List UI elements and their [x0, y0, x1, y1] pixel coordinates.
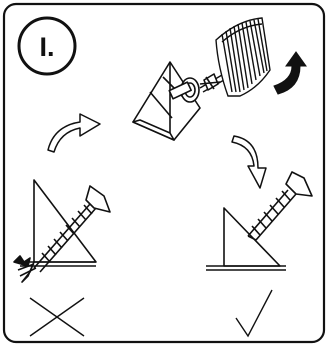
- driver-bit: [199, 73, 225, 93]
- panel-frame: [2, 2, 326, 344]
- rotate-clockwise-arrow-icon: [273, 51, 307, 95]
- step-badge-circle: [17, 16, 77, 76]
- incorrect-mounting-illustration: [13, 179, 111, 283]
- correct-corner-block: [223, 207, 281, 267]
- curved-arrow-down-icon: [231, 135, 267, 189]
- cross-icon: [29, 297, 85, 337]
- check-icon: [235, 289, 273, 338]
- incorrect-corner-block: [33, 179, 97, 263]
- step-badge: I.: [17, 16, 77, 76]
- curved-arrow-up-right-icon: [47, 113, 101, 153]
- screwdriver-handle-icon: [215, 17, 271, 97]
- corner-block-illustration: [132, 61, 225, 141]
- correct-mounting-illustration: [206, 171, 313, 271]
- step-label: I.: [39, 32, 54, 62]
